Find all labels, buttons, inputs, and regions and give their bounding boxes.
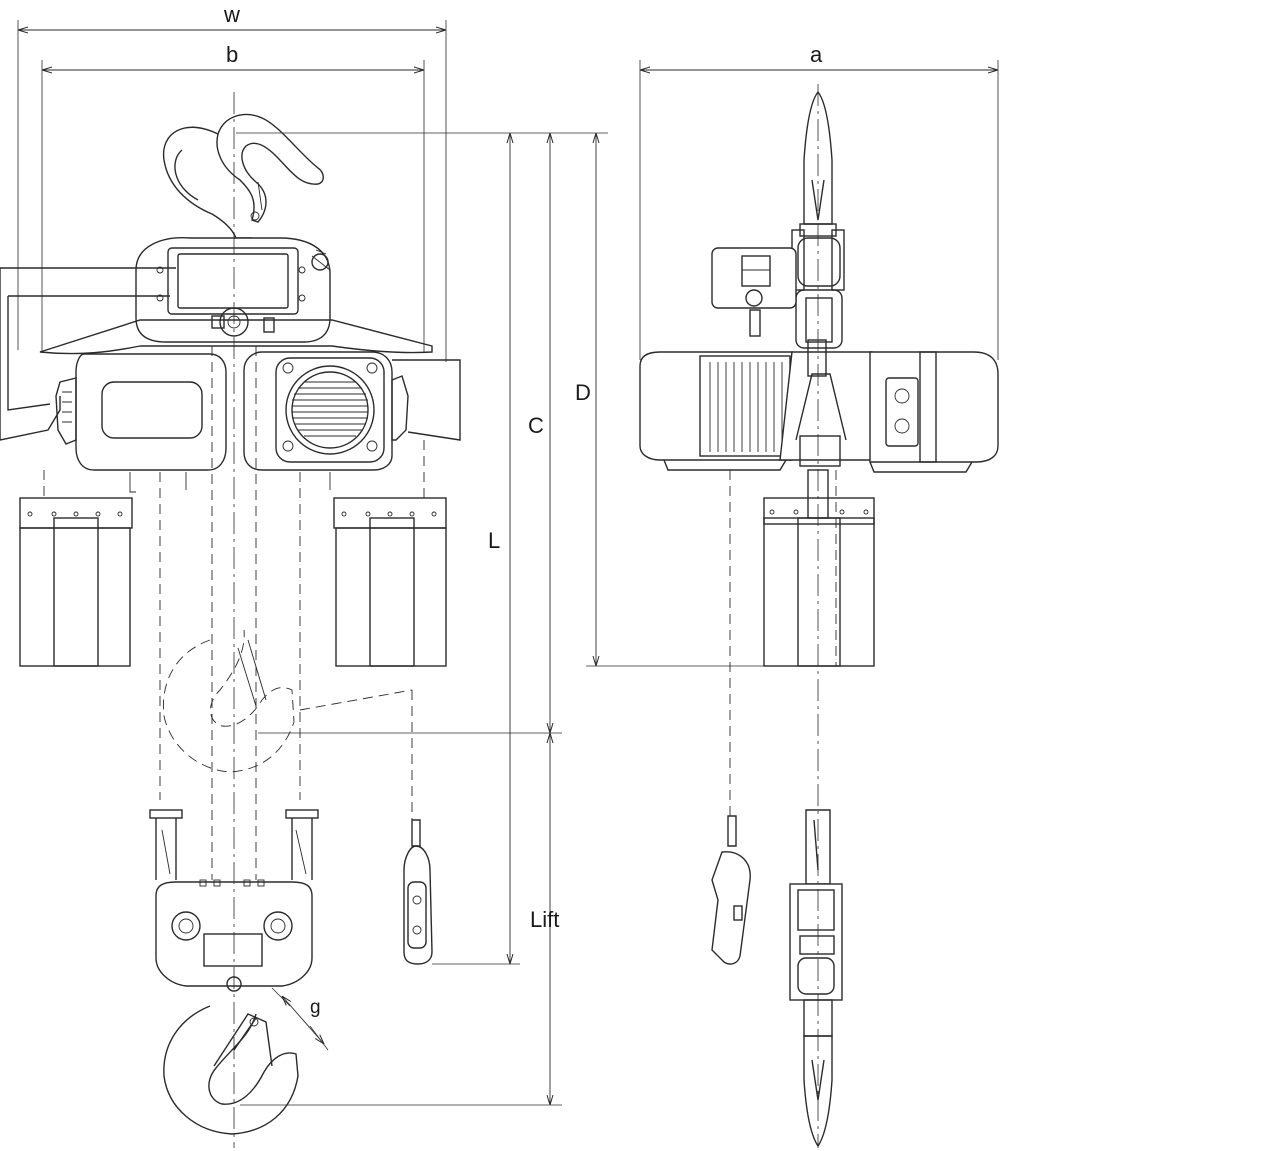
side-view: [639, 84, 999, 1148]
label-a: a: [810, 42, 823, 67]
top-hook-front: [162, 113, 324, 239]
control-box-side: [711, 247, 797, 337]
chain-bucket-side: [763, 469, 875, 667]
bottom-block-side: [789, 809, 843, 1037]
gearbox-side: [869, 351, 999, 473]
right-chain-bucket: [333, 497, 447, 667]
front-view: [0, 92, 461, 1148]
central-body-side: [779, 339, 881, 467]
label-l: L: [488, 528, 500, 553]
right-motor-front: [243, 351, 461, 490]
label-c: C: [528, 413, 544, 438]
label-w: w: [223, 2, 240, 27]
shackle-side: [791, 229, 845, 349]
motor-side: [639, 351, 793, 471]
label-d: D: [575, 380, 591, 405]
left-chain-bucket: [19, 497, 133, 667]
label-b: b: [226, 42, 238, 67]
dimension-lines: [17, 20, 999, 1106]
label-g: g: [310, 997, 321, 1018]
raised-hook-phantom: [162, 629, 295, 773]
bottom-hook-front: [163, 1005, 299, 1135]
dimension-labels: w b a C D L Lift g: [223, 2, 823, 1018]
left-gearbox: [0, 267, 227, 493]
pendant-side: [711, 815, 751, 965]
label-lift: Lift: [530, 907, 559, 932]
chain-lines: [43, 346, 425, 880]
pendant-front: [403, 819, 433, 965]
top-frame: [39, 237, 433, 355]
